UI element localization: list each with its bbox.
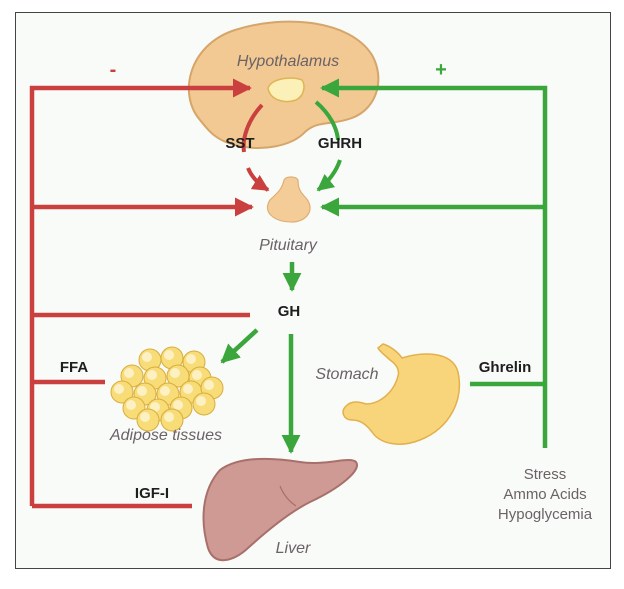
ghrelin-label: Ghrelin [479,359,532,376]
fat-cell-highlight [114,384,124,394]
hypothalamus-label: Hypothalamus [237,53,339,70]
ffa-label: FFA [60,359,88,376]
inhibit-trunk [29,78,252,506]
igf-label: IGF-I [135,485,169,502]
sst-label: SST [225,135,254,152]
fat-cell-highlight [192,370,202,380]
liver [202,457,358,561]
fat-cell-highlight [142,352,152,362]
liver-label: Liver [276,540,311,557]
fat-cell-highlight [204,380,214,390]
liver-shape [202,457,358,561]
fat-cell-highlight [164,412,174,422]
fat-cell-highlight [170,368,180,378]
fat-cell-highlight [186,354,196,364]
inhibitory-pathways [29,78,268,509]
stimulus-hypoglycemia: Hypoglycemia [498,506,593,523]
pituitary-shape [266,176,311,223]
stomach [342,343,460,445]
stimulus-amino-acids: Ammo Acids [503,486,586,503]
fat-cell-highlight [126,400,136,410]
gh-label: GH [278,303,301,320]
fat-cell-highlight [173,400,183,410]
hypothalamus [187,20,380,149]
stimulus-stress: Stress [524,466,567,483]
pituitary [266,176,311,223]
fat-cell-highlight [196,396,206,406]
fat-cell-highlight [164,350,174,360]
stimulate-trunk [320,78,548,448]
fat-cell-highlight [124,368,134,378]
fat-cell-highlight [160,386,170,396]
liver-lobe-line [279,485,297,507]
stomach-label: Stomach [315,366,378,383]
pituitary-label: Pituitary [259,237,318,254]
fat-cell-highlight [137,386,147,396]
fat-cell-highlight [140,412,150,422]
gh-to-adipose-arrow [220,328,259,364]
fat-cell-highlight [147,370,157,380]
adipose-label: Adipose tissues [109,427,222,444]
sst-arrow [241,103,268,190]
ghrh-arrow [316,100,342,190]
stimulate-sign: + [435,59,447,81]
hypothalamus-nucleus [267,77,305,103]
ghrh-label: GHRH [318,135,362,152]
stimulatory-pathways [220,78,548,454]
adipose-tissue [110,346,224,432]
inhibit-sign: - [110,59,117,81]
fat-cell-highlight [183,384,193,394]
stomach-shape [342,343,460,445]
